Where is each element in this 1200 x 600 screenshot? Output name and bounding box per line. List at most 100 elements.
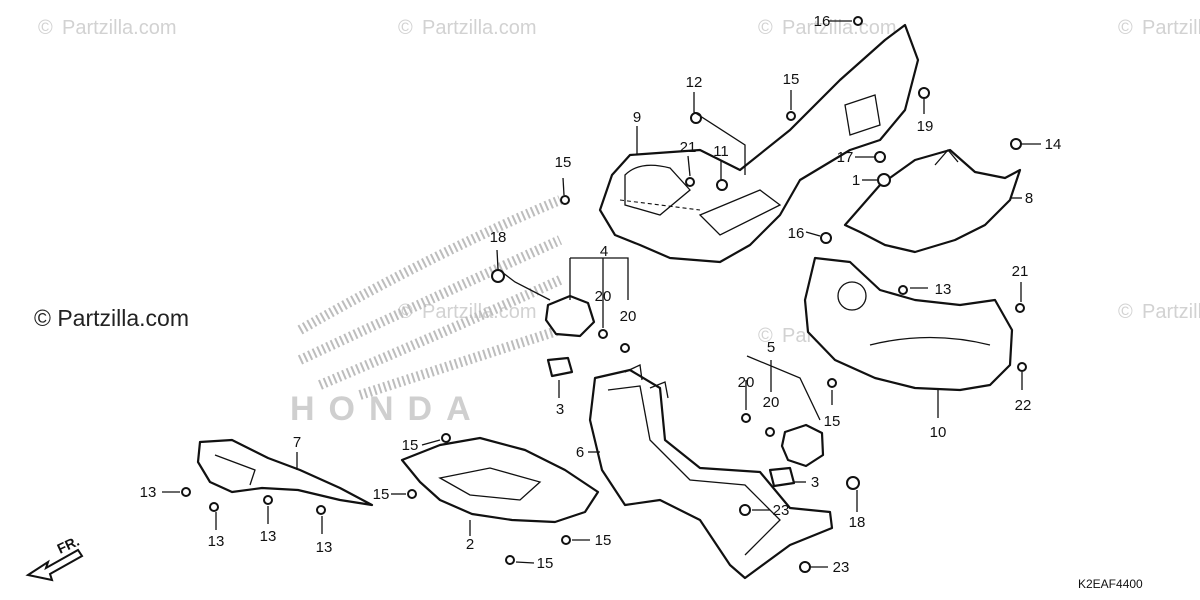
fastener-15-upper [786,111,796,121]
callout-numbers: 16 15 12 9 19 14 21 11 17 1 8 15 18 16 4… [140,13,1062,576]
part-6-tab-2 [649,381,669,399]
fastener-18-left [491,269,505,283]
part-8-detail [934,148,959,166]
callout-label: 21 [680,139,697,156]
washer-20-b [620,343,630,353]
fastener-21-right [1015,303,1025,313]
washer-20-d [765,427,775,437]
watermark-brand-4: Partzilla.com [1142,17,1200,39]
watermarks: © Partzilla.com © Partzilla.com © Partzi… [34,17,1200,347]
watermark-brand-1: Partzilla.com [62,17,176,39]
part-2-under-plate [400,436,600,524]
honda-logo-watermark: HONDA [290,195,563,428]
watermark-copyright-3: © [758,17,773,39]
callout-label: 13 [260,528,277,545]
part-6-guard-frame [588,368,834,580]
callout-label: 18 [849,514,866,531]
callout-label: 15 [402,437,419,454]
callout-label: 3 [811,474,819,491]
callout-label: 6 [576,444,584,461]
callout-label: 16 [788,225,805,242]
fasteners [181,16,1027,573]
part-6-inner-rail [607,385,781,556]
watermark-copyright-7: © [1118,301,1133,323]
part-10-right-leg-shield [803,256,1014,392]
watermark-brand-7: Partzilla.com [1142,301,1200,323]
callout-label: 20 [595,288,612,305]
callout-label: 1 [852,172,860,189]
callout-label: 13 [208,533,225,550]
fastener-15-right [827,378,837,388]
callout-label: 23 [773,502,790,519]
fastener-14 [1010,138,1022,150]
fastener-12 [690,112,702,124]
leader-5 [745,355,821,421]
callout-label: 15 [555,154,572,171]
fastener-13-right [898,285,908,295]
part-10-grommet [837,281,867,311]
leader-15-left [562,177,565,196]
fastener-22 [1017,362,1027,372]
callout-label: 19 [917,118,934,135]
watermark-brand-2: Partzilla.com [422,17,536,39]
callout-label: 15 [373,486,390,503]
fastener-13-c [263,495,273,505]
watermark-copyright-1: © [38,17,53,39]
callout-label: 10 [930,424,947,441]
fastener-15-left [560,195,570,205]
leader-4 [569,257,629,328]
fastener-16-mid [820,232,832,244]
washer-20-a [598,329,608,339]
watermark-main-label: © Partzilla.com [34,305,189,331]
part-3-right-clip [768,466,796,488]
fastener-21-upper [685,177,695,187]
fastener-15-plate-bottom [505,555,515,565]
fastener-15-plate-top [441,433,451,443]
part-2-detail [438,467,542,501]
callout-label: 22 [1015,397,1032,414]
callout-label: 2 [466,536,474,553]
callout-label: 20 [620,308,637,325]
callout-label: 3 [556,401,564,418]
fastener-17 [874,151,886,163]
callout-label: 8 [1025,190,1033,207]
callout-label: 12 [686,74,703,91]
part-5-right-bracket [780,423,825,468]
callout-label: 11 [713,143,729,160]
fastener-15-plate-right [561,535,571,545]
watermark-copyright-2: © [398,17,413,39]
leader-15-plate-bottom [515,561,535,564]
part-8-inner-lower-right-cover [843,148,1022,254]
fastener-11 [716,179,728,191]
fastener-23-upper [739,504,751,516]
leader-15-plate-top [421,439,441,446]
fastener-16-top [853,16,863,26]
honda-wordmark: HONDA [290,390,485,428]
callout-label: 13 [316,539,333,556]
callout-label: 15 [783,71,800,88]
callout-label: 5 [767,339,775,356]
watermark-brand-5: Partzilla.com [422,301,536,323]
watermark-brand-3: Partzilla.com [782,17,896,39]
callout-label: 21 [1012,263,1029,280]
callout-label: 20 [763,394,780,411]
leader-lines [162,20,1041,568]
callout-label: 14 [1045,136,1062,153]
leader-12 [693,92,746,175]
fastener-23-lower [799,561,811,573]
leader-21-upper [687,155,691,177]
callout-label: 4 [600,243,608,260]
part-4-left-bracket [544,294,596,338]
callout-label: 20 [738,374,755,391]
fastener-13-d [316,505,326,515]
callout-label: 15 [595,532,612,549]
leader-18-left [496,249,551,301]
part-7-left-small-guard [196,438,374,507]
fastener-1 [877,173,891,187]
front-direction-arrow: FR. [25,533,84,582]
fastener-18-right [846,476,860,490]
callout-label: 13 [140,484,157,501]
callout-label: 16 [814,13,831,30]
callout-label: 15 [824,413,841,430]
